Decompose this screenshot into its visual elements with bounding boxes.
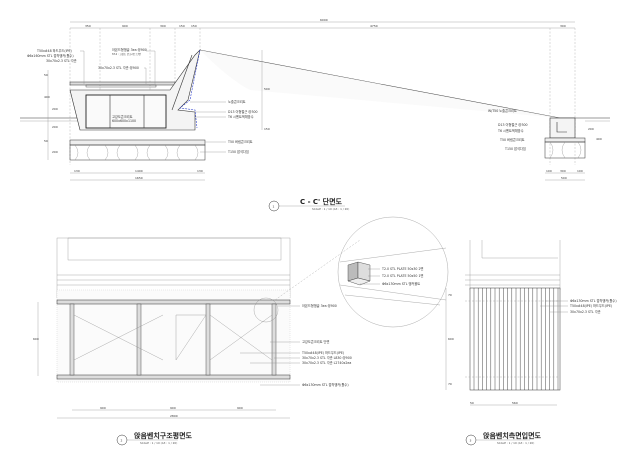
dim: 100 [546, 169, 552, 173]
dim: 300 [160, 24, 166, 28]
section-scale: SCALE : 1 / 10 (A3 : 1 / 20) [497, 441, 534, 445]
callout: D13 이형철근 @300 [228, 109, 258, 114]
section-number: 2 [121, 439, 123, 443]
dim: 50 [44, 73, 48, 77]
dim: 70 [448, 382, 452, 386]
dim: 2800 [170, 414, 178, 418]
dim: 600 [33, 337, 39, 341]
dim-total: 6000 [320, 18, 328, 22]
section-scale: SCALE : 1 / 10 (A3 : 1 / 20) [312, 207, 349, 211]
dim: 200 [52, 125, 58, 129]
callouts-left: T50x#48 하드우드(IPE) Φ6x160mm STL 접착앵커(툴수) … [27, 48, 85, 84]
section-cc-title: 1 C - C' 단면도 SCALE : 1 / 10 (A3 : 1 / 20… [268, 197, 349, 212]
section-cc-drawing: 6000 350 900 300 150 150 4750 300 고강도콘크리… [20, 18, 610, 181]
section-title: 앉음벤치구조평면도 [134, 431, 193, 440]
dim: 130 [74, 169, 80, 173]
callout: T150 잡석다짐 [227, 149, 249, 154]
dim: 300 [560, 169, 566, 173]
callout: T50x#48(IPE) 하드우드(IPE) [569, 303, 612, 308]
dim: 4750 [370, 24, 378, 28]
callout: T50 버림콘크리트 [227, 139, 253, 144]
dim: 500 [561, 176, 567, 180]
dim: 300 [560, 24, 566, 28]
bench-plan-title: 2 앉음벤치구조평면도 SCALE : 1 / 10 (A3 : 1 / 20) [116, 431, 193, 446]
bench-plan-drawing: 600 900 900 900 2800 아몬드형앵글 3ea @900 고강도… [33, 237, 361, 419]
dim: 400 [596, 137, 602, 141]
bench-side-title: 3 앉음벤치측면입면도 SCALE : 1 / 10 (A3 : 1 / 20) [465, 431, 542, 446]
callout: 30x70x2.3 STL 각관 [46, 58, 77, 63]
callout: 아몬드형앵글 3ea @900 [112, 47, 147, 52]
section-title: C - C' 단면도 [300, 197, 343, 206]
dim: 900 [100, 406, 106, 410]
anchor-detail: T2.0 STL PLATE 50x30 2면 T2.0 STL PLATE 5… [337, 216, 449, 328]
callout: T2.0 STL PLATE 50x50 1면 [381, 273, 424, 278]
callout: T6 시멘트액체방수 [497, 128, 524, 133]
callout: ST-2 : 고강도 콘크리트 단면 [112, 52, 141, 56]
dim: 200 [52, 150, 58, 154]
callouts-top: 아몬드형앵글 3ea @900 ST-2 : 고강도 콘크리트 단면 30x70… [98, 47, 156, 84]
box-size: 600x600x1100 [112, 119, 136, 123]
dim: 560 [512, 401, 518, 405]
callout: D13 이형철근 @300 [498, 122, 528, 127]
dim: 150 [179, 24, 185, 28]
callouts-right-footing: W/T50 노출콘크리트 D13 이형철근 @300 T6 시멘트액체방수 T5… [488, 108, 528, 151]
callout: 노출콘크리트 [228, 99, 246, 104]
dim: 50 [470, 401, 474, 405]
box-label: 고강도콘크리트 [112, 114, 133, 119]
callout: T50x#48(IPE) 하드우드(IPE) [301, 350, 344, 355]
callouts-right: 노출콘크리트 D13 이형철근 @300 T6 시멘트액체방수 T50 버림콘크… [190, 99, 258, 154]
dim: 130 [197, 169, 203, 173]
callout: T50 버림콘크리트 [499, 137, 525, 142]
dim: 200 [588, 127, 594, 131]
section-scale: SCALE : 1 / 10 (A3 : 1 / 20) [140, 441, 177, 445]
plan-callouts: 아몬드형앵글 3ea @900 고강도콘크리트 단면 T50x#48(IPE) … [240, 303, 352, 387]
dim: 900 [237, 406, 243, 410]
callout: Φ6x160mm STL 접착앵커(툴수) [27, 53, 74, 58]
wood-slats [473, 288, 559, 390]
dim: 150 [191, 24, 197, 28]
dim: 200 [52, 107, 58, 111]
callout: 30x70x2.3 STL 각관 L830 @900 [302, 355, 352, 360]
callout: Φ6x130mm STL 앵커볼트 [382, 281, 420, 286]
dim: 150 [264, 127, 270, 131]
callout: T6 시멘트액체방수 [227, 114, 254, 119]
dim: 50 [44, 139, 48, 143]
callout: Φ6x130mm STL 접착앵커(툴수) [570, 298, 617, 303]
bench-side-elevation: 70 600 70 50 560 Φ6x130mm STL 접착앵커(툴수) T… [445, 240, 617, 406]
dim: 500 [264, 87, 270, 91]
section-number: 1 [273, 205, 275, 209]
callout: 30x70x2.3 STL 각관 L2740x2ea [302, 360, 351, 365]
dim: 70 [448, 293, 452, 297]
callout: 고강도콘크리트 단면 [302, 339, 329, 344]
section-title: 앉음벤치측면입면도 [483, 431, 542, 440]
callout: 30x70x2.3 STL 각관 @900 [98, 65, 139, 70]
dim: 100 [577, 169, 583, 173]
dim: 900 [170, 406, 176, 410]
dim: 350 [85, 24, 91, 28]
dim: 400 [44, 95, 50, 99]
callout: T2.0 STL PLATE 50x30 2면 [381, 266, 424, 271]
callout: 아몬드형앵글 3ea @900 [302, 303, 337, 308]
callout: T150 잡석다짐 [504, 146, 526, 151]
dim: 1400 [135, 169, 143, 173]
callout: 30x70x2.3 STL 각관 [570, 309, 601, 314]
dim: 900 [122, 24, 128, 28]
callout: Φ6x130mm STL 접착앵커(툴수) [302, 382, 349, 387]
dim: 1650 [135, 176, 143, 180]
callout: T50x#48 하드우드(IPE) [36, 48, 72, 53]
dim: 600 [448, 337, 454, 341]
section-number: 3 [470, 439, 472, 443]
callout: W/T50 노출콘크리트 [488, 108, 517, 113]
